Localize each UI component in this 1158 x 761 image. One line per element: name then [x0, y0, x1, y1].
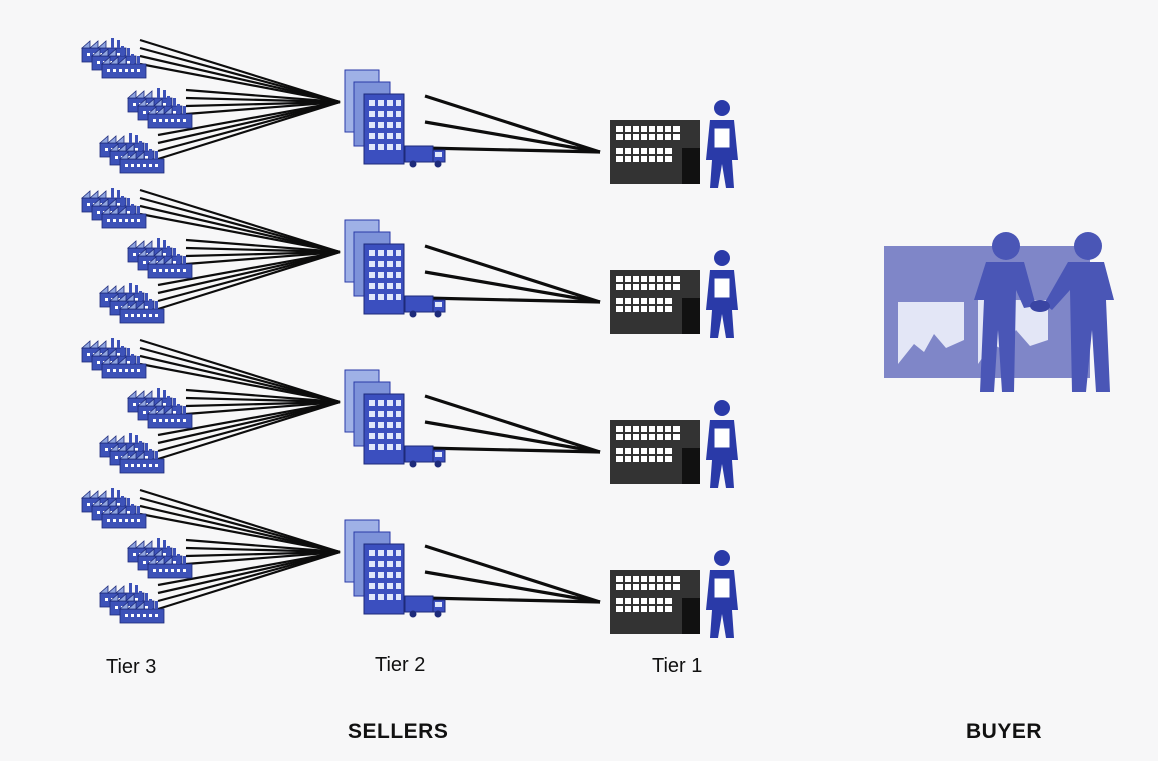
tier3-tier2-link — [157, 550, 341, 611]
tier3-tier2-link — [185, 546, 341, 554]
tier2-tier1-link — [424, 296, 601, 304]
tier2-tier1-link — [424, 446, 601, 454]
tier3-tier2-link — [139, 212, 341, 254]
tier2-tier1-link — [424, 120, 601, 154]
tier2-tier1-link — [424, 596, 601, 604]
tier3-tier2-link — [157, 550, 341, 595]
tier2-tier1-link — [424, 420, 601, 454]
warehouse-with-worker-icon — [609, 549, 739, 639]
tier3-tier2-link — [185, 388, 341, 404]
tier3-tier2-link — [139, 338, 341, 404]
office-building-with-truck-icon — [344, 219, 446, 318]
tier3-tier2-link — [185, 88, 341, 104]
tier3-tier2-link — [139, 38, 341, 104]
tier2-tier1-link — [424, 570, 601, 604]
tier3-tier2-link — [185, 100, 341, 116]
tier3-tier2-link — [139, 196, 341, 254]
tier3-label: Tier 3 — [106, 656, 157, 678]
warehouse-with-worker-icon — [609, 99, 739, 189]
tier3-tier2-link — [139, 346, 341, 404]
tier3-tier2-link — [157, 100, 341, 145]
office-building-with-truck-icon — [344, 519, 446, 618]
tier3-tier2-link — [185, 96, 341, 104]
tier3-tier2-link — [185, 246, 341, 254]
tier3-tier2-link — [185, 550, 341, 558]
tier3-tier2-link — [185, 250, 341, 258]
buyer-person-left-head — [992, 232, 1020, 260]
tier2-tier1-link — [424, 270, 601, 304]
office-building-with-truck-icon — [344, 369, 446, 468]
tier3-tier2-link — [139, 362, 341, 404]
tier3-tier2-link — [139, 512, 341, 554]
tier3-tier2-link — [139, 488, 341, 554]
tier3-tier2-link — [157, 550, 341, 603]
tier3-tier2-link — [185, 550, 341, 566]
buyer-person-right-head — [1074, 232, 1102, 260]
tier2-tier1-link — [424, 146, 601, 154]
tier3-tier2-link — [185, 400, 341, 408]
warehouse-with-worker-icon — [609, 249, 739, 339]
warehouse-with-worker-icon — [609, 399, 739, 489]
tier3-tier2-link — [139, 354, 341, 404]
tier3-tier2-link — [157, 250, 341, 287]
handshake-icon — [1030, 300, 1050, 312]
tier3-tier2-link — [157, 100, 341, 137]
tier2-tier1-link — [424, 94, 601, 154]
tier3-tier2-link — [157, 250, 341, 303]
tier3-tier2-link — [185, 238, 341, 254]
buyer-person-left-icon — [974, 262, 1036, 392]
tier3-tier2-link — [139, 504, 341, 554]
tier3-tier2-link — [185, 250, 341, 266]
tier3-tier2-link — [157, 400, 341, 453]
tier3-tier2-link — [139, 188, 341, 254]
tier3-tier2-link — [185, 400, 341, 416]
sellers-label: SELLERS — [348, 720, 449, 743]
tier1-label: Tier 1 — [652, 655, 703, 677]
tier3-tier2-link — [139, 46, 341, 104]
tier3-tier2-link — [139, 54, 341, 104]
tier3-tier2-link — [157, 550, 341, 587]
tier3-tier2-link — [157, 100, 341, 161]
buyer-window-skyline-left — [898, 334, 964, 364]
office-building-with-truck-icon — [344, 69, 446, 168]
tier3-tier2-link — [185, 100, 341, 108]
tier3-tier2-link — [157, 400, 341, 461]
tier2-tier1-link — [424, 394, 601, 454]
tier3-tier2-link — [185, 396, 341, 404]
tier3-tier2-link — [157, 400, 341, 437]
tier3-tier2-link — [157, 100, 341, 153]
tier3-tier2-link — [157, 250, 341, 311]
tier2-tier1-link — [424, 244, 601, 304]
tier2-label: Tier 2 — [375, 654, 426, 676]
tier3-tier2-link — [157, 400, 341, 445]
tier3-tier2-link — [139, 496, 341, 554]
tier3-tier2-link — [185, 538, 341, 554]
tier3-tier2-link — [139, 62, 341, 104]
tier2-tier1-link — [424, 544, 601, 604]
buyer-person-right-icon — [1044, 262, 1114, 392]
buyer-label: BUYER — [966, 720, 1043, 743]
tier3-tier2-link — [139, 204, 341, 254]
tier3-tier2-link — [157, 250, 341, 295]
